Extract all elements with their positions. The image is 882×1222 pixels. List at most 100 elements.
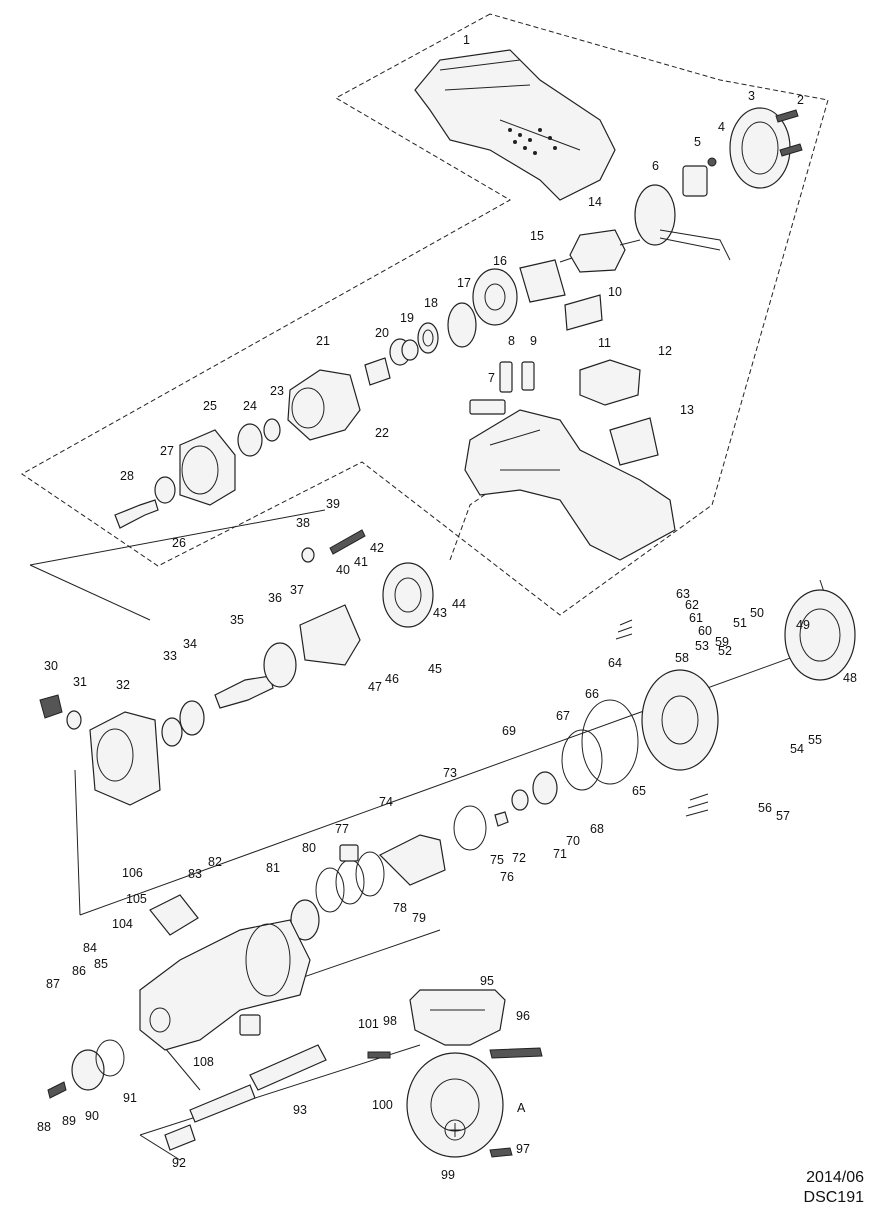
part-label-37: 37 [290,583,304,597]
part-label-33: 33 [163,649,177,663]
part-label-99: 99 [441,1168,455,1182]
part-label-65: 65 [632,784,646,798]
washer-part [417,322,439,354]
part-label-87: 87 [46,977,60,991]
part-label-73: 73 [443,766,457,780]
part-label-28: 28 [120,469,134,483]
part-label-44: 44 [452,597,466,611]
valve-body-part [641,669,719,771]
part-label-30: 30 [44,659,58,673]
flange-part [382,562,434,628]
part-label-19: 19 [400,311,414,325]
bracket-part [564,294,603,331]
part-label-1: 1 [463,33,470,47]
diagram-code: DSC191 [803,1189,864,1206]
part-label-3: 3 [748,89,755,103]
part-label-31: 31 [73,675,87,689]
bearing-small-part [154,418,281,504]
part-label-83: 83 [188,867,202,881]
part-label-67: 67 [556,709,570,723]
part-label-92: 92 [172,1156,186,1170]
part-label-42: 42 [370,541,384,555]
part-label-86: 86 [72,964,86,978]
part-label-58: 58 [675,651,689,665]
part-label-49: 49 [796,618,810,632]
part-label-27: 27 [160,444,174,458]
part-label-76: 76 [500,870,514,884]
part-label-A: A [517,1101,526,1115]
part-label-24: 24 [243,399,257,413]
baffle-ring-part [447,302,477,348]
part-label-53: 53 [695,639,709,653]
part-label-20: 20 [375,326,389,340]
part-label-72: 72 [512,851,526,865]
part-label-38: 38 [296,516,310,530]
part-label-4: 4 [718,120,725,134]
spacer-part [499,361,535,393]
part-label-60: 60 [698,624,712,638]
part-label-100: 100 [372,1098,393,1112]
part-label-82: 82 [208,855,222,869]
part-label-46: 46 [385,672,399,686]
part-label-97: 97 [516,1142,530,1156]
part-label-34: 34 [183,637,197,651]
back-flange-part [784,589,856,681]
part-label-98: 98 [383,1014,397,1028]
spring-part [615,619,709,817]
part-label-22: 22 [375,426,389,440]
part-label-79: 79 [412,911,426,925]
part-label-106: 106 [122,866,143,880]
part-label-108: 108 [193,1055,214,1069]
part-label-63: 63 [676,587,690,601]
part-label-59: 59 [715,635,729,649]
bolt-part [301,529,366,563]
part-label-51: 51 [733,616,747,630]
part-label-15: 15 [530,229,544,243]
valve-disk-part [511,771,558,811]
part-label-91: 91 [123,1091,137,1105]
part-label-12: 12 [658,344,672,358]
part-label-5: 5 [694,135,701,149]
handle-part [409,989,506,1046]
part-label-96: 96 [516,1009,530,1023]
front-housing-part [179,429,236,506]
part-label-85: 85 [94,957,108,971]
part-label-54: 54 [790,742,804,756]
front-group-outline [29,509,841,916]
part-label-101: 101 [358,1017,379,1031]
part-label-105: 105 [126,892,147,906]
o-ring-part [561,699,639,791]
part-label-88: 88 [37,1120,51,1134]
upper-group-outline [21,13,829,616]
cylinder-part [89,700,205,806]
part-label-13: 13 [680,403,694,417]
revision-date: 2014/06 [806,1169,864,1186]
part-label-64: 64 [608,656,622,670]
part-label-36: 36 [268,591,282,605]
plug-part [39,694,82,730]
gear-housing-part [287,369,361,441]
armature-part [559,229,641,273]
part-label-25: 25 [203,399,217,413]
part-label-16: 16 [493,254,507,268]
part-label-55: 55 [808,733,822,747]
controller-part [609,417,659,466]
part-label-61: 61 [689,611,703,625]
part-label-21: 21 [316,334,330,348]
swivel-body-part [406,1052,504,1158]
shaft-part [114,499,159,529]
bottom-plug-part [47,1039,125,1099]
part-label-35: 35 [230,613,244,627]
part-label-47: 47 [368,680,382,694]
part-label-17: 17 [457,276,471,290]
part-label-95: 95 [480,974,494,988]
part-label-43: 43 [433,606,447,620]
part-label-93: 93 [293,1103,307,1117]
part-label-8: 8 [508,334,515,348]
lamp-part [469,399,506,415]
filter-screen-part [149,894,199,936]
commutator-plate-part [634,184,731,261]
housing-cover-part [414,49,616,201]
cylinder-body-part [139,919,311,1051]
